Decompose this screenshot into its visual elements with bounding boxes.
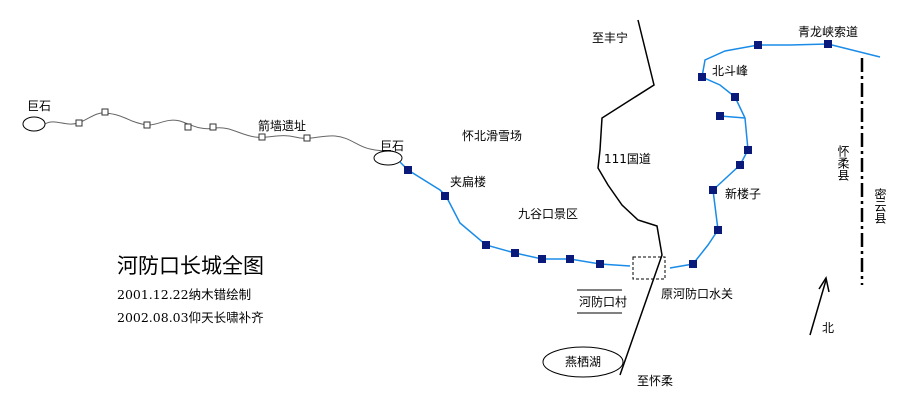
- watchtower: [689, 260, 697, 268]
- label-jiugukou: 九谷口景区: [518, 207, 578, 221]
- national-road-111: [597, 19, 663, 376]
- watchtower: [441, 192, 449, 200]
- ruin-marker: [184, 123, 192, 131]
- watchtowers: [404, 40, 832, 268]
- map-title: 河防口长城全图: [117, 254, 264, 278]
- watchtower: [714, 226, 722, 234]
- north-arrow-icon: [809, 276, 830, 336]
- label-huairou-county: 怀柔县: [836, 145, 850, 181]
- watchtower: [538, 255, 546, 263]
- watchtower: [744, 146, 752, 154]
- watchtower: [511, 249, 519, 257]
- water-pass-box: [632, 256, 666, 280]
- watchtower: [709, 186, 717, 194]
- label-jiabianlou: 夹扁楼: [450, 174, 486, 189]
- credit-line-2: 2002.08.03仰天长啸补齐: [117, 310, 264, 325]
- boulder-left: [22, 116, 46, 132]
- credit-line-1: 2001.12.22纳木错绘制: [117, 287, 251, 302]
- watchtower: [736, 161, 744, 169]
- label-water-pass: 原河防口水关: [661, 286, 733, 301]
- ruin-marker: [258, 133, 266, 141]
- watchtower: [596, 260, 604, 268]
- watchtower: [566, 255, 574, 263]
- label-xinlouzi: 新楼子: [725, 186, 761, 201]
- label-jushi-right: 巨石: [380, 139, 404, 153]
- ruin-marker: [75, 119, 83, 127]
- label-jushi-left: 巨石: [27, 99, 51, 113]
- label-ski-resort: 怀北滑雪场: [462, 129, 522, 143]
- watchtower: [716, 112, 724, 120]
- ruined-wall-line: [44, 112, 394, 152]
- label-to-huairou: 至怀柔: [637, 374, 673, 388]
- label-road-111: 111国道: [604, 152, 651, 166]
- wall-spur: [719, 115, 746, 119]
- label-lake: 燕栖湖: [565, 354, 601, 369]
- watchtower: [731, 93, 739, 101]
- label-miyun-county: 密云县: [873, 187, 887, 224]
- ruin-marker: [209, 123, 217, 131]
- watchtower: [824, 40, 832, 48]
- watchtower: [754, 41, 762, 49]
- ruin-markers: [75, 108, 311, 142]
- label-village: 河防口村: [579, 294, 627, 309]
- label-qinglongxia: 青龙峡索道: [798, 25, 858, 39]
- boulder-right: [373, 150, 403, 166]
- label-north: 北: [822, 321, 834, 335]
- label-jianqiang: 箭墙遗址: [258, 118, 306, 133]
- watchtower: [698, 73, 706, 81]
- ruin-marker: [143, 121, 151, 129]
- watchtower: [404, 166, 412, 174]
- lake-outline: [542, 346, 624, 378]
- watchtower: [482, 241, 490, 249]
- ruin-marker: [101, 108, 109, 116]
- label-beidoufeng: 北斗峰: [712, 64, 748, 78]
- ruin-marker: [303, 134, 311, 142]
- label-to-fengning: 至丰宁: [592, 30, 628, 45]
